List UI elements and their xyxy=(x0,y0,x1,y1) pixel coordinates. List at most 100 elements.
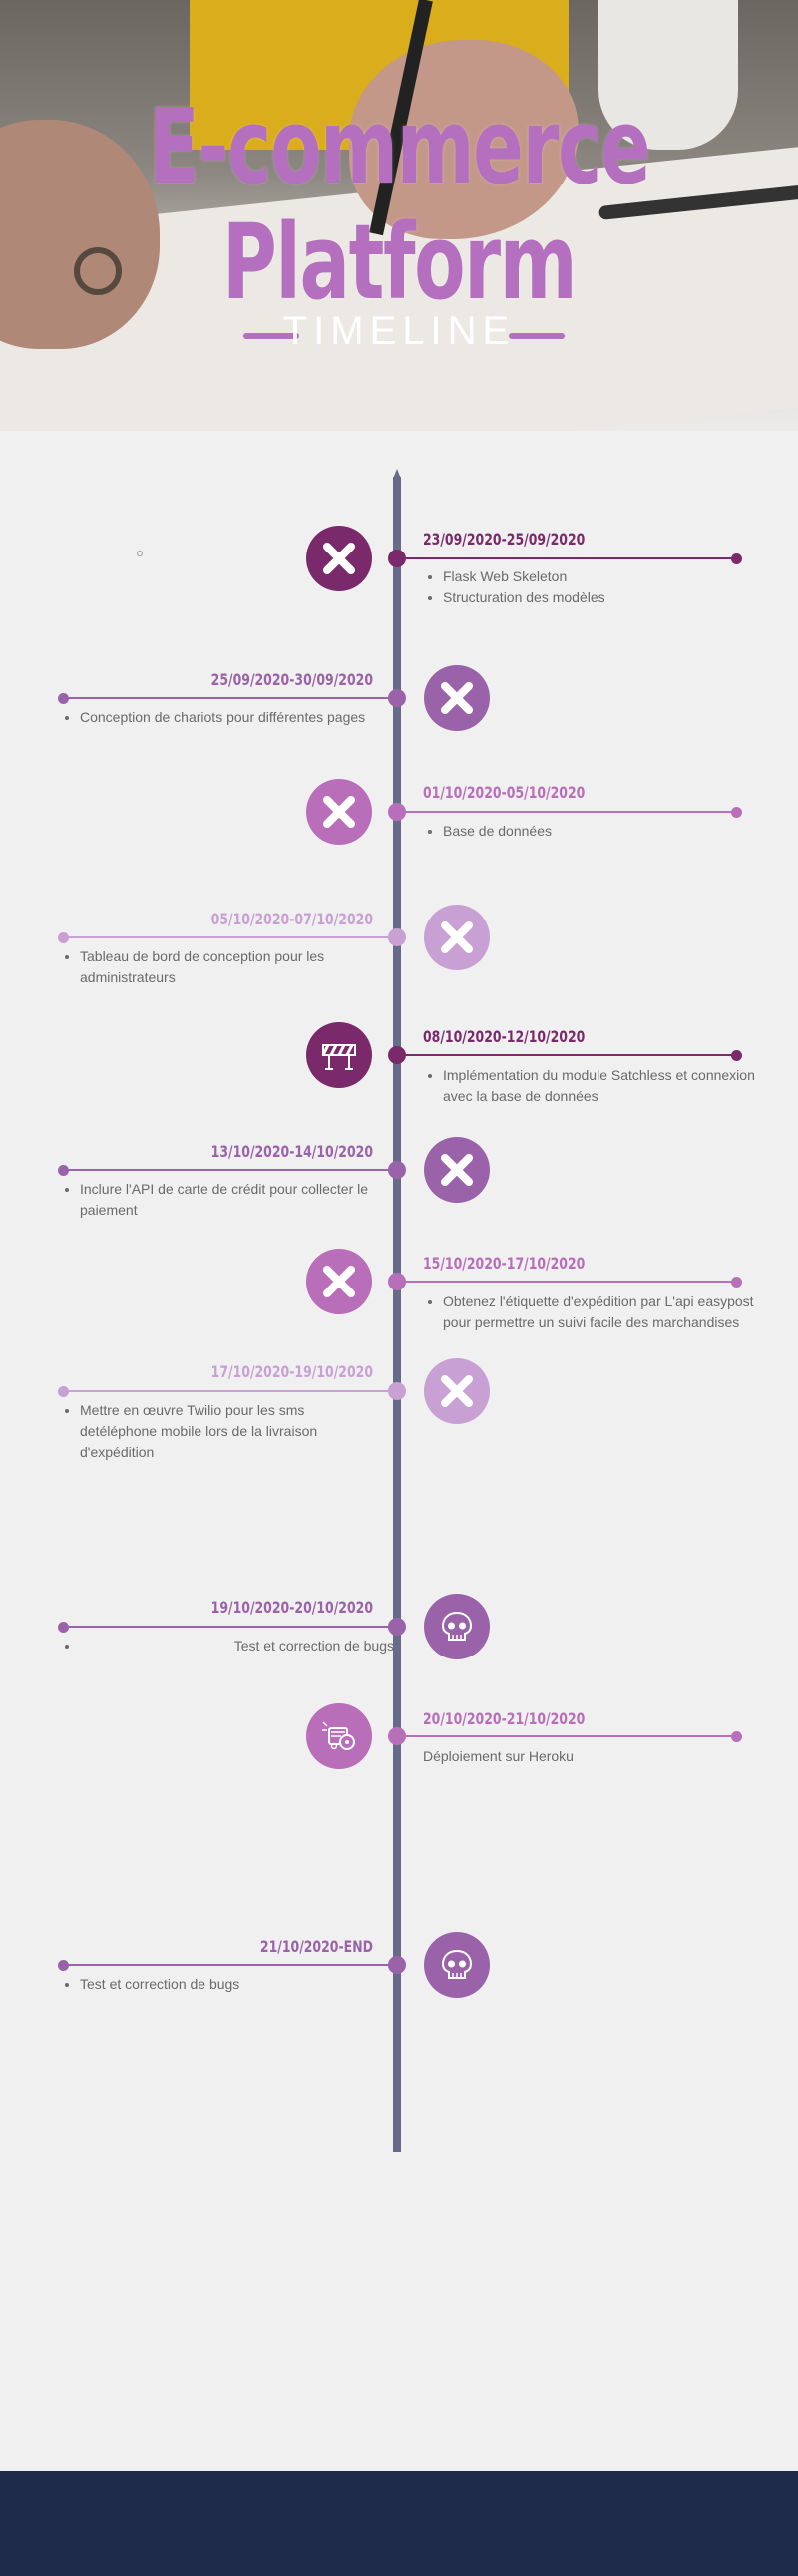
milestone-3-task-1: Base de données xyxy=(443,821,762,842)
barrier-icon xyxy=(321,1044,356,1070)
close-x-icon xyxy=(323,543,355,574)
milestone-8-date: 17/10/2020-19/10/2020 xyxy=(210,1362,373,1381)
milestone-5-connector xyxy=(404,1054,732,1056)
milestone-4-end-dot xyxy=(58,932,69,943)
milestone-5-tasks: Implémentation du module Satchless et co… xyxy=(423,1065,762,1107)
skull-icon xyxy=(441,1611,473,1641)
milestone-7-date: 15/10/2020-17/10/2020 xyxy=(423,1254,586,1273)
milestone-6-end-dot xyxy=(58,1165,69,1176)
milestone-1-date: 23/09/2020-25/09/2020 xyxy=(423,530,586,549)
milestone-8-end-dot xyxy=(58,1386,69,1397)
milestone-1-node xyxy=(388,550,406,567)
hero-title-line1: E-commerce xyxy=(148,86,651,207)
milestone-1-end-dot xyxy=(731,553,742,564)
close-x-icon xyxy=(441,1154,473,1186)
milestone-9-task-1: Test et correction de bugs xyxy=(80,1636,394,1656)
milestone-6-tasks: Inclure l'API de carte de crédit pour co… xyxy=(60,1179,379,1221)
milestone-5-icon-circle xyxy=(306,1022,372,1088)
milestone-8-node xyxy=(388,1382,406,1400)
milestone-9-date: 19/10/2020-20/10/2020 xyxy=(210,1598,373,1617)
milestone-2-end-dot xyxy=(58,693,69,704)
milestone-8-task-1: Mettre en œuvre Twilio pour les sms deté… xyxy=(80,1400,369,1463)
hero-photo-cup xyxy=(598,0,738,150)
subtitle-dash-right xyxy=(509,333,565,339)
milestone-8-tasks: Mettre en œuvre Twilio pour les sms deté… xyxy=(60,1400,369,1463)
footer-band xyxy=(0,2471,798,2576)
fire-truck-icon xyxy=(322,1721,355,1750)
milestone-10-task: Déploiement sur Heroku xyxy=(423,1748,574,1764)
milestone-7-tasks: Obtenez l'étiquette d'expédition par L'a… xyxy=(423,1291,772,1333)
close-x-icon xyxy=(441,1375,473,1407)
milestone-2-connector xyxy=(64,697,389,699)
milestone-5-task-1: Implémentation du module Satchless et co… xyxy=(443,1065,762,1107)
close-x-icon xyxy=(441,921,473,953)
milestone-3-date: 01/10/2020-05/10/2020 xyxy=(423,783,586,802)
milestone-9-end-dot xyxy=(58,1622,69,1633)
milestone-1-task-2: Structuration des modèles xyxy=(443,587,762,608)
milestone-7-icon-circle xyxy=(306,1249,372,1314)
milestone-6-task-1: Inclure l'API de carte de crédit pour co… xyxy=(80,1179,379,1221)
milestone-8-icon-circle xyxy=(424,1358,490,1424)
close-x-icon xyxy=(441,682,473,714)
milestone-6-node xyxy=(388,1161,406,1179)
milestone-9-tasks: Test et correction de bugs xyxy=(60,1636,394,1656)
milestone-4-date: 05/10/2020-07/10/2020 xyxy=(210,910,373,928)
milestone-3-node xyxy=(388,803,406,821)
milestone-1-task-1: Flask Web Skeleton xyxy=(443,566,762,587)
hero-banner: E-commerce Platform TIMELINE xyxy=(0,0,798,431)
subtitle-dash-left xyxy=(243,333,299,339)
milestone-5-date: 08/10/2020-12/10/2020 xyxy=(423,1027,586,1046)
milestone-10-connector xyxy=(404,1735,732,1737)
milestone-6-date: 13/10/2020-14/10/2020 xyxy=(210,1142,373,1161)
timeline-axis xyxy=(393,477,401,2152)
milestone-11-icon-circle xyxy=(424,1932,490,1998)
milestone-2-task-1: Conception de chariots pour différentes … xyxy=(80,707,389,728)
milestone-1-tasks: Flask Web Skeleton Structuration des mod… xyxy=(423,566,762,608)
decorative-dot xyxy=(137,551,143,556)
milestone-5-end-dot xyxy=(731,1050,742,1061)
milestone-4-node xyxy=(388,928,406,946)
milestone-7-end-dot xyxy=(731,1277,742,1288)
milestone-11-node xyxy=(388,1956,406,1974)
milestone-4-tasks: Tableau de bord de conception pour les a… xyxy=(60,946,399,988)
milestone-9-icon-circle xyxy=(424,1594,490,1659)
close-x-icon xyxy=(323,796,355,828)
close-x-icon xyxy=(323,1266,355,1297)
milestone-4-connector xyxy=(64,936,389,938)
hero-subtitle: TIMELINE xyxy=(282,309,516,353)
milestone-6-icon-circle xyxy=(424,1137,490,1203)
milestone-11-end-dot xyxy=(58,1960,69,1971)
milestone-1-connector xyxy=(404,557,732,559)
milestone-3-tasks: Base de données xyxy=(423,821,762,842)
milestone-10-icon-circle xyxy=(306,1703,372,1769)
milestone-4-icon-circle xyxy=(424,905,490,970)
milestone-10-node xyxy=(388,1727,406,1745)
milestone-10-end-dot xyxy=(731,1731,742,1742)
milestone-2-tasks: Conception de chariots pour différentes … xyxy=(60,707,389,728)
milestone-2-node xyxy=(388,689,406,707)
milestone-2-date: 25/09/2020-30/09/2020 xyxy=(210,670,373,689)
milestone-6-connector xyxy=(64,1169,389,1171)
milestone-4-task-1: Tableau de bord de conception pour les a… xyxy=(80,946,399,988)
milestone-9-node xyxy=(388,1618,406,1636)
milestone-7-task-1: Obtenez l'étiquette d'expédition par L'a… xyxy=(443,1291,772,1333)
timeline-axis-tip xyxy=(393,469,401,479)
milestone-3-connector xyxy=(404,811,732,813)
hero-photo-ring xyxy=(74,247,122,295)
milestone-10-date: 20/10/2020-21/10/2020 xyxy=(423,1709,586,1728)
milestone-11-task-1: Test et correction de bugs xyxy=(80,1974,379,1995)
milestone-2-icon-circle xyxy=(424,665,490,731)
milestone-9-connector xyxy=(64,1626,389,1628)
milestone-8-connector xyxy=(64,1390,389,1392)
milestone-11-date: 21/10/2020-END xyxy=(259,1937,373,1956)
milestone-11-tasks: Test et correction de bugs xyxy=(60,1974,379,1995)
milestone-11-connector xyxy=(64,1964,389,1966)
milestone-3-icon-circle xyxy=(306,779,372,845)
skull-icon xyxy=(441,1949,473,1979)
hero-title-line2: Platform xyxy=(221,201,578,323)
milestone-5-node xyxy=(388,1046,406,1064)
milestone-7-node xyxy=(388,1273,406,1290)
milestone-7-connector xyxy=(404,1281,732,1283)
milestone-3-end-dot xyxy=(731,807,742,818)
milestone-1-icon-circle xyxy=(306,526,372,591)
